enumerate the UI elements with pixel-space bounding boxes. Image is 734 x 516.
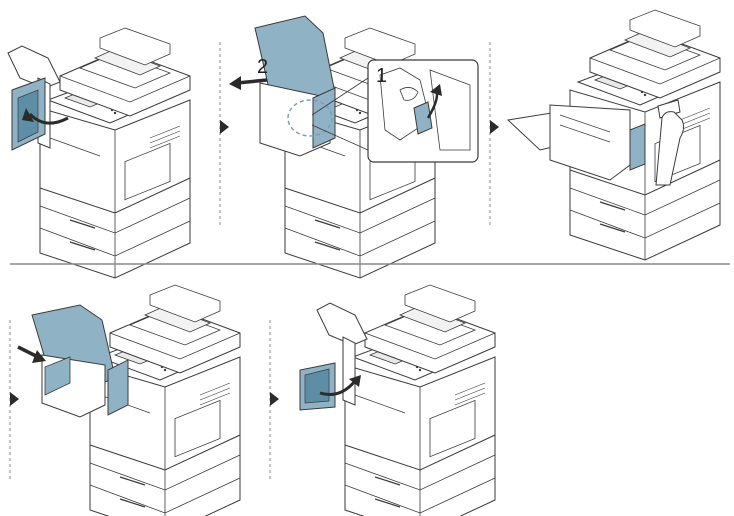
curved-arrow-icon (28, 112, 69, 125)
detail-callout: 1 (311, 59, 479, 163)
straight-arrow-icon (236, 78, 268, 85)
release-knob (413, 101, 433, 135)
callout-1: 1 (376, 65, 387, 87)
triangle-right-icon (490, 120, 499, 134)
straight-arrow-icon (17, 345, 39, 359)
knob-highlight (287, 99, 333, 137)
step-3-illustration (506, 9, 721, 261)
callout-2: 2 (257, 56, 268, 78)
triangle-right-icon (270, 392, 279, 406)
triangle-right-icon (220, 120, 229, 134)
triangle-right-icon (10, 392, 19, 406)
step-1-illustration (7, 27, 191, 279)
step-5-illustration (299, 284, 496, 516)
step-4-illustration (17, 284, 241, 516)
step-2-illustration: 2 (229, 15, 436, 279)
curved-arrow-icon (319, 380, 357, 396)
hand (655, 111, 685, 186)
